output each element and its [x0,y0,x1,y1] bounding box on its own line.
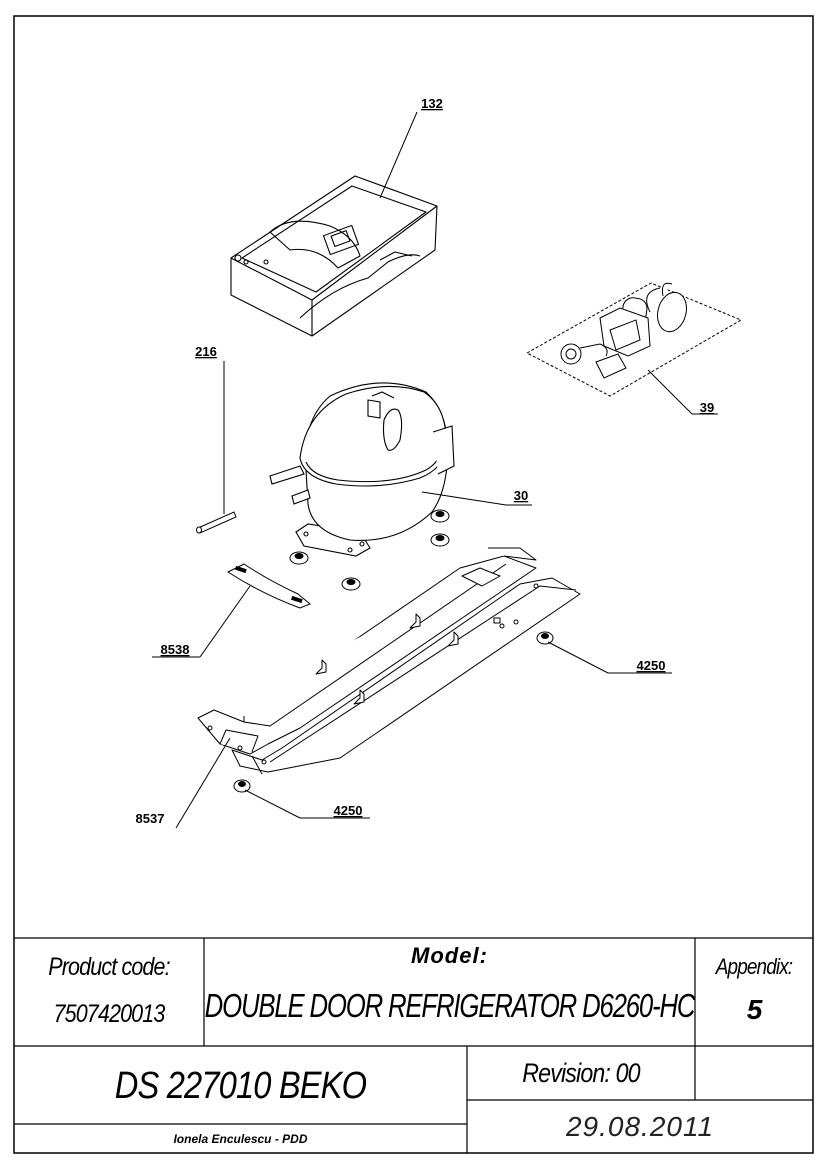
date: 29.08.2011 [565,1111,715,1142]
revision: Revision: 00 [522,1057,640,1088]
part-132-cover-tray [230,175,438,337]
model-value: DOUBLE DOOR REFRIGERATOR D6260-HC [204,987,696,1024]
model-label: Model: [411,943,488,968]
callout-labels: 132 216 39 30 8538 4250 8537 4250 [136,96,715,826]
callout-8537: 8537 [136,811,165,826]
product-code-value: 7507420013 [53,999,166,1028]
part-30-compressor [269,382,455,557]
sheet-border [13,15,814,1154]
product-code-label: Product code: [48,952,170,981]
callout-30: 30 [514,488,528,503]
callout-4250-right: 4250 [637,658,666,673]
document-number: DS 227010 BEKO [114,1064,367,1107]
title-block-grid [14,937,813,1153]
callout-4250-left: 4250 [334,803,363,818]
rubber-grommets [233,509,554,793]
appendix-label: Appendix: [715,954,793,979]
part-216-pipe [196,511,237,534]
callout-132: 132 [421,96,443,111]
part-8538-bracket-plate [226,563,311,609]
callout-8538: 8538 [161,642,190,657]
callout-39: 39 [700,400,714,415]
callout-216: 216 [195,344,217,359]
author: Ionela Enculescu - PDD [173,1132,308,1146]
part-39-electrical-kit [525,282,743,397]
part-8537-base-rails [197,547,581,775]
appendix-value: 5 [746,994,763,1025]
